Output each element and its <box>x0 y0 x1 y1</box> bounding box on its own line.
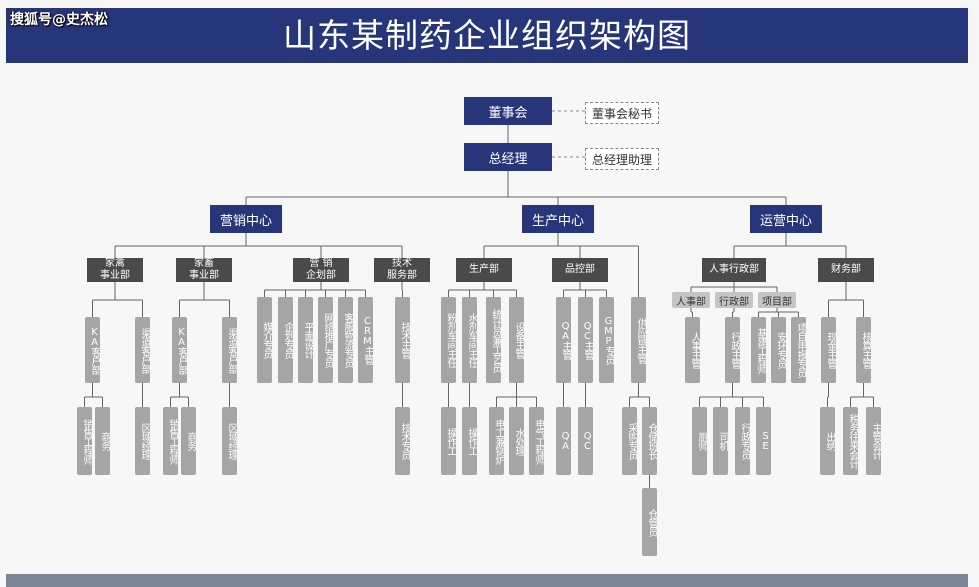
node-poultry-dept: 家禽 事业部 <box>87 258 143 282</box>
node-storage: 仓储班长 <box>642 407 657 475</box>
node-channel1: 渠道客户部 <box>135 317 150 383</box>
node-audit-lead: 核算主管 <box>856 317 871 383</box>
node-hr-dept: 人事部 <box>672 292 710 308</box>
node-admin-lead: 行政主管 <box>725 317 740 383</box>
node-business2: 商务 <box>181 407 196 475</box>
node-crm: CRM主管 <box>358 297 373 383</box>
node-finance-dept: 财务部 <box>818 258 874 282</box>
node-powder-ws: 粉剂车间主任 <box>441 297 456 383</box>
node-qc-lead: QC主管 <box>578 297 593 383</box>
node-hr-lead: 人事主管 <box>685 317 700 383</box>
node-admin-dept: 行政部 <box>715 292 753 308</box>
node-operator1: 操作工 <box>441 407 456 475</box>
node-marketing-planning: 营 销 企划部 <box>293 258 349 282</box>
node-network: 网络推广专员 <box>318 297 333 383</box>
node-chief-acct: 主管会计 <box>866 407 881 475</box>
node-stat: 统计员兼工艺员 <box>486 297 501 383</box>
node-regional1: 区域经理 <box>135 407 150 475</box>
node-hr-admin: 人事行政部 <box>702 258 766 282</box>
node-qa: QA <box>556 407 571 475</box>
node-supply: 供应链主管 <box>631 297 646 383</box>
node-electric-boiler: 电工兼锅炉 <box>489 407 504 475</box>
node-qa-lead: QA主管 <box>556 297 571 383</box>
node-production-dept: 生产部 <box>456 258 512 282</box>
node-tech-service: 技术 服务部 <box>374 258 430 282</box>
node-planning: 企划专员 <box>278 297 293 383</box>
node-board: 董事会 <box>464 97 552 125</box>
node-operator2: 操作工 <box>462 407 477 475</box>
footer-bar <box>6 574 968 587</box>
node-tax: 税务往来会计 <box>843 407 858 475</box>
node-board-secretary: 董事会秘书 <box>585 102 659 124</box>
node-project-apply: 项目申报专员 <box>791 317 806 383</box>
node-gmp: GMP专员 <box>599 297 614 383</box>
node-qc: QC <box>578 407 593 475</box>
node-ka2: KA客户部 <box>172 317 187 383</box>
node-safety: 安环专员 <box>771 317 786 383</box>
node-tech-lead: 技术主管 <box>395 297 410 383</box>
node-merchandise: 客服物流专员 <box>338 297 353 383</box>
node-business1: 商务 <box>95 407 110 475</box>
node-water-ws: 水剂车间主任 <box>462 297 477 383</box>
node-sales-eng1: 销售工程师 <box>77 407 92 475</box>
node-channel2: 渠道客户部 <box>222 317 237 383</box>
node-media: 媒介专员 <box>257 297 272 383</box>
node-admin-staff: 行政专员 <box>735 407 750 475</box>
node-gm-assistant: 总经理助理 <box>585 148 659 170</box>
node-cashier: 出纳 <box>820 407 835 475</box>
node-infra: 基建工程师 <box>751 317 766 383</box>
node-qc-dept: 品控部 <box>552 258 608 282</box>
node-driver: 司机 <box>713 407 728 475</box>
node-sales-eng2: 销售工程师 <box>163 407 178 475</box>
node-operation-center: 运营中心 <box>750 205 822 233</box>
node-chef: 厨师 <box>692 407 707 475</box>
node-graphic: 平面设计 <box>298 297 313 383</box>
node-gm: 总经理 <box>464 143 552 171</box>
node-ka1: KA客户部 <box>85 317 100 383</box>
node-regional2: 区域经理 <box>222 407 237 475</box>
page-title: 山东某制药企业组织架构图 <box>283 16 691 55</box>
watermark: 搜狐号@史杰松 <box>10 12 108 28</box>
node-marketing-center: 营销中心 <box>210 205 282 233</box>
node-purchase: 采购专员 <box>622 407 637 475</box>
node-livestock-dept: 家畜 事业部 <box>176 258 232 282</box>
node-se: SE <box>756 407 771 475</box>
node-equipment: 设备主管 <box>509 297 524 383</box>
node-production-center: 生产中心 <box>522 205 594 233</box>
node-elec-eng: 电气工程师 <box>529 407 544 475</box>
node-project-dept: 项目部 <box>758 292 796 308</box>
node-warehouse: 仓管员 <box>642 488 657 556</box>
node-water-treat: 水处理 <box>509 407 524 475</box>
title-banner: 山东某制药企业组织架构图 <box>6 8 968 63</box>
node-tech-staff: 技术专员 <box>395 407 410 475</box>
node-cash-lead: 现金主管 <box>821 317 836 383</box>
